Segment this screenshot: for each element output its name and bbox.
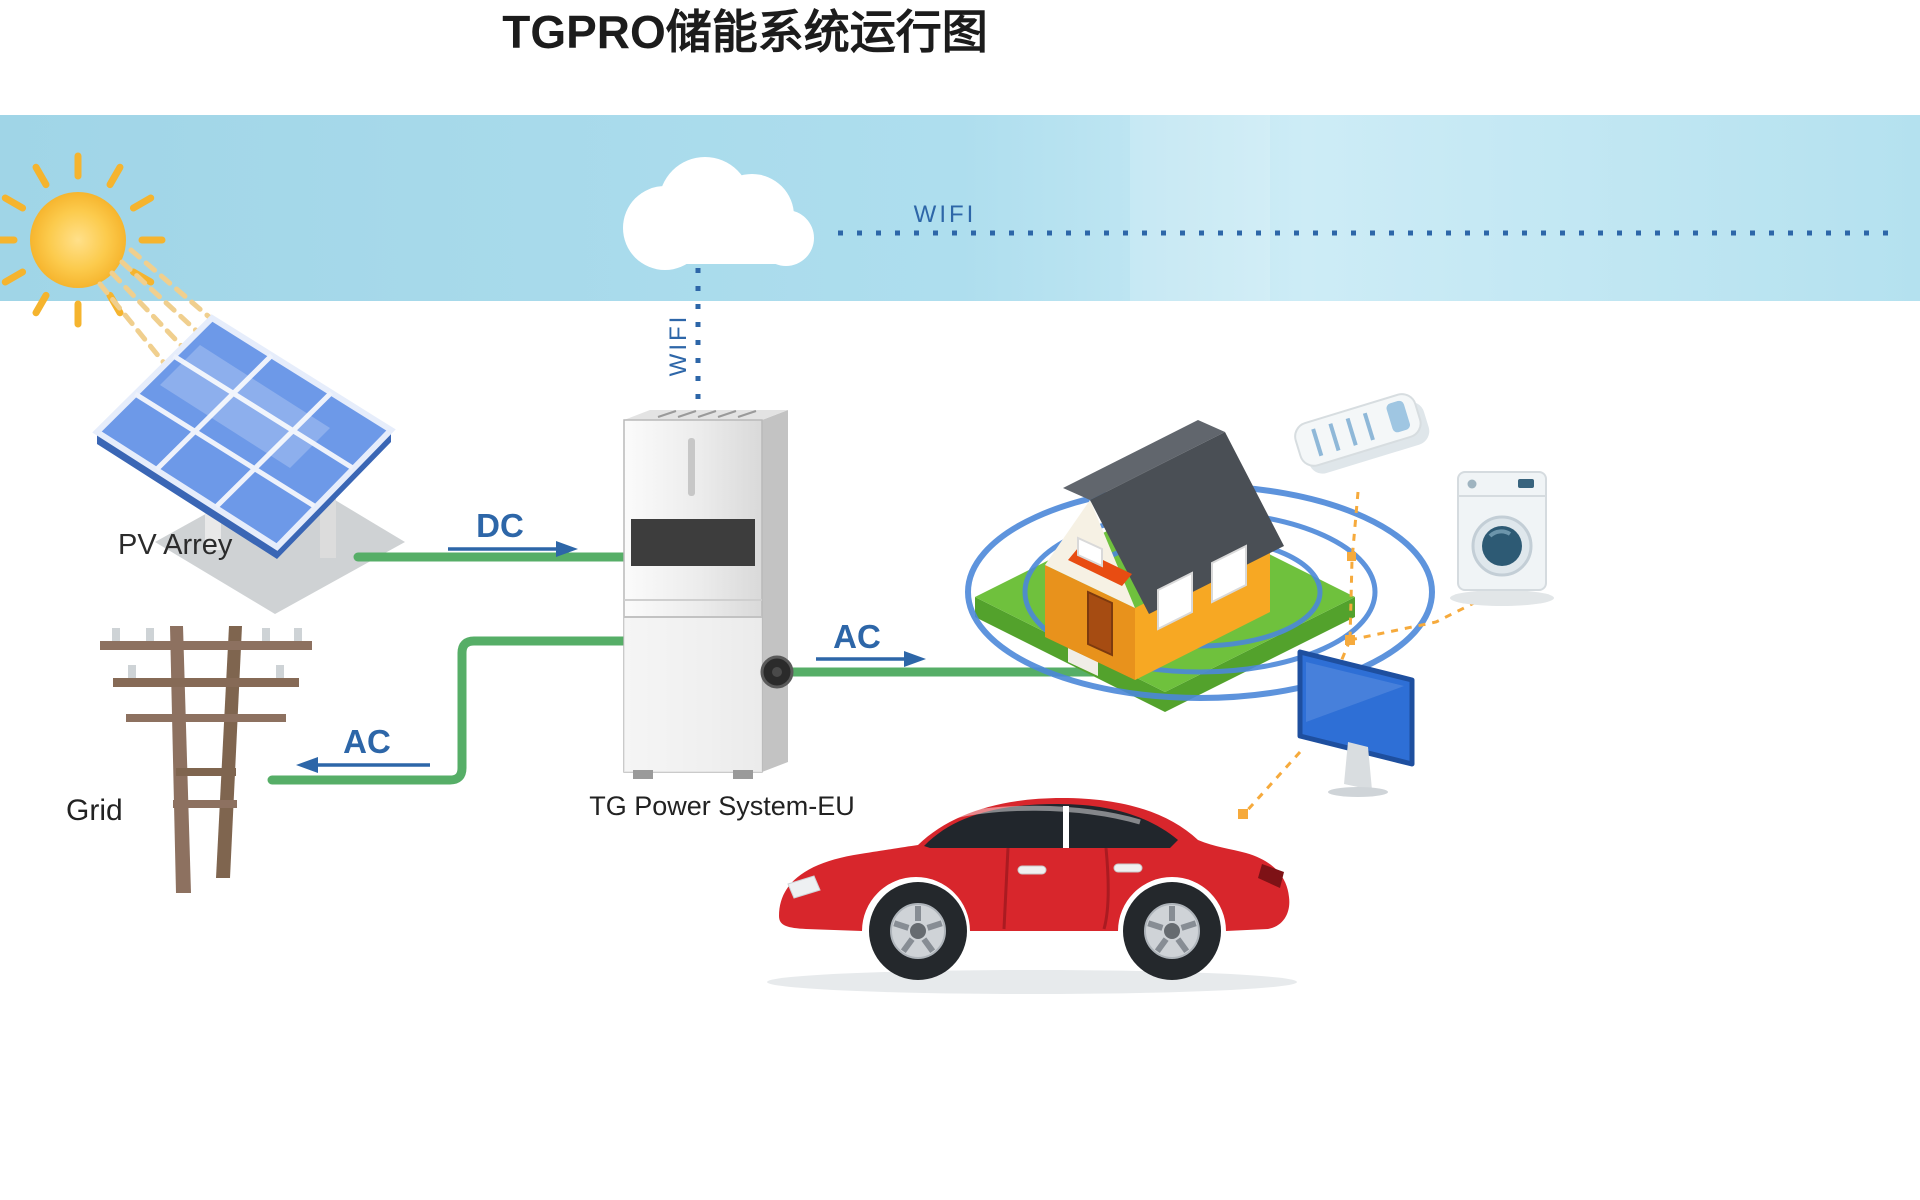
flow-annotations: DC AC AC — [296, 507, 926, 773]
cabinet-vents — [657, 410, 757, 418]
wifi-label-vertical: WIFI — [665, 314, 692, 377]
sky-rect — [0, 115, 1920, 301]
cloud-icon — [623, 157, 814, 270]
car-door-handle-rear — [1113, 863, 1143, 873]
power-flow-lines — [267, 552, 1140, 785]
sky-band — [0, 115, 1920, 301]
ac-grid-flow-label: AC — [343, 723, 391, 760]
tv — [1297, 649, 1415, 797]
cabinet-display-panel — [631, 519, 755, 566]
car-roof-highlight — [939, 805, 1141, 825]
ac-grid-arrow-head — [296, 757, 318, 773]
sun-disc — [30, 192, 126, 288]
ac-house-flow-label: AC — [833, 618, 881, 655]
attic-window — [1077, 536, 1103, 568]
power-system-cabinet: TG Power System-EU — [589, 410, 855, 821]
panel-grid-lines — [133, 353, 355, 509]
grid-pole: Grid — [66, 626, 312, 893]
dc-flow-label: DC — [476, 507, 524, 544]
ac-slats — [1311, 412, 1375, 457]
grid-label: Grid — [66, 794, 123, 827]
house — [965, 420, 1435, 712]
link-tv-to-car — [1242, 750, 1302, 816]
house-door — [1087, 590, 1113, 657]
pv-array-label: PV Arrey — [118, 529, 233, 561]
washer-knob — [1467, 479, 1477, 489]
sky-light-band — [1130, 115, 1270, 301]
dc-arrow-head — [556, 541, 578, 557]
roof-back-slope — [1063, 420, 1225, 500]
car-taillight — [1258, 864, 1284, 888]
car-front-wheel — [869, 882, 967, 980]
tv-stand — [1344, 742, 1372, 790]
panel-glare — [160, 345, 330, 468]
page-title: TGPRO储能系统运行图 — [502, 6, 988, 58]
wifi-label-horizontal: WIFI — [914, 201, 977, 228]
house-window-2 — [1211, 544, 1247, 604]
electric-car — [767, 798, 1297, 994]
car-door-handle-front — [1017, 865, 1047, 875]
ac-line-system-to-grid — [267, 636, 645, 785]
washing-machine — [1450, 471, 1554, 606]
power-system-label: TG Power System-EU — [589, 791, 855, 821]
car-headlight — [787, 875, 821, 899]
car-shadow — [767, 970, 1297, 994]
car-windows — [924, 804, 1178, 848]
car-rear-wheel — [1123, 882, 1221, 980]
tv-screen — [1297, 649, 1415, 767]
ac-house-arrow-head — [904, 651, 926, 667]
link-nodes — [1238, 552, 1356, 819]
house-window-1 — [1157, 571, 1193, 631]
cabinet-side — [762, 410, 788, 772]
grass-side — [975, 597, 1355, 712]
pv-array: PV Arrey — [92, 314, 405, 614]
wifi-links: WIFI WIFI — [665, 201, 1902, 408]
ac-display — [1386, 400, 1410, 433]
washer-display — [1518, 479, 1534, 488]
cabinet-slot — [688, 438, 695, 496]
air-conditioner — [1294, 393, 1430, 474]
insulators — [112, 628, 302, 678]
house-steps — [1068, 648, 1098, 676]
